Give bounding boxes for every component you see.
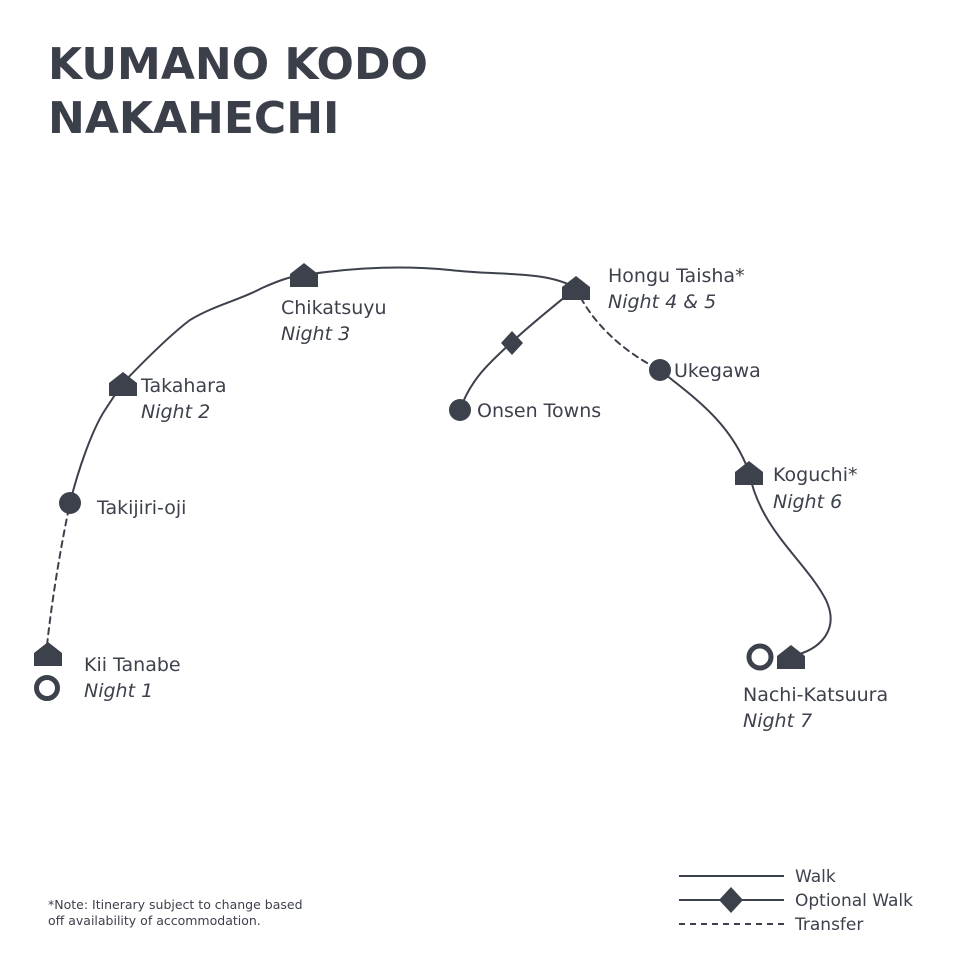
stop-night: Night 4 & 5 [608, 291, 716, 313]
stop-night: Night 6 [773, 491, 842, 513]
ring-icon [34, 675, 60, 701]
stop-nachi-katsuura: Nachi-Katsuura Night 7 [743, 684, 888, 732]
stop-name: Onsen Towns [477, 400, 601, 422]
stop-name: Takahara [140, 375, 227, 397]
diamond-icon [719, 887, 743, 913]
house-icon [109, 372, 137, 396]
stop-onsen-towns: Onsen Towns [477, 400, 601, 422]
stop-name: Chikatsuyu [281, 297, 387, 319]
house-icon [562, 276, 590, 300]
stop-ukegawa: Ukegawa [674, 360, 761, 382]
stop-name: Nachi-Katsuura [743, 684, 888, 706]
route-walk-ukegawa-koguchi [659, 369, 750, 473]
stop-name: Kii Tanabe [84, 654, 181, 676]
house-icon [777, 645, 805, 669]
stop-name: Ukegawa [674, 360, 761, 382]
stop-name: Hongu Taisha* [608, 265, 745, 287]
route-walk-koguchi-nachi [748, 471, 832, 657]
itinerary-note: *Note: Itinerary subject to change based… [48, 897, 348, 929]
house-icon [290, 263, 318, 287]
diamond-icon [501, 331, 523, 355]
stop-night: Night 1 [84, 680, 153, 702]
stop-night: Night 7 [743, 710, 812, 732]
stop-name: Takijiri-oji [96, 497, 186, 519]
house-icon [735, 461, 763, 485]
stop-kii-tanabe: Kii Tanabe Night 1 [84, 654, 181, 702]
stop-chikatsuyu: Chikatsuyu Night 3 [281, 297, 387, 345]
stop-night: Night 3 [281, 323, 350, 345]
dot-icon [59, 492, 81, 514]
legend: Walk Optional Walk Transfer [679, 867, 913, 935]
stop-night: Night 2 [141, 401, 210, 423]
stop-takahara: Takahara Night 2 [140, 375, 227, 423]
route-transfer-tanabe-takijiri [46, 502, 71, 646]
stop-hongu-taisha: Hongu Taisha* Night 4 & 5 [608, 265, 745, 313]
note-line-2: off availability of accommodation. [48, 913, 261, 928]
legend-optional-label: Optional Walk [795, 891, 913, 911]
legend-walk-label: Walk [795, 867, 836, 887]
ring-icon [746, 643, 774, 671]
route-walk-takahara-chikatsuyu [121, 274, 305, 385]
house-icon [34, 642, 62, 666]
dot-icon [449, 399, 471, 421]
page-title: KUMANO KODO NAKAHECHI [48, 38, 428, 146]
stop-koguchi: Koguchi* Night 6 [773, 464, 858, 513]
route-optional-hongu-onsen [459, 287, 577, 411]
title-line-2: NAKAHECHI [48, 93, 340, 144]
stop-takijiri-oji: Takijiri-oji [96, 497, 186, 519]
dot-icon [649, 359, 671, 381]
route-walk-takijiri-takahara [69, 383, 123, 504]
stop-name: Koguchi* [773, 464, 858, 486]
legend-transfer-label: Transfer [794, 915, 863, 935]
note-line-1: *Note: Itinerary subject to change based [48, 897, 303, 912]
title-line-1: KUMANO KODO [48, 39, 428, 90]
route-walk-chikatsuyu-hongu [303, 266, 577, 289]
